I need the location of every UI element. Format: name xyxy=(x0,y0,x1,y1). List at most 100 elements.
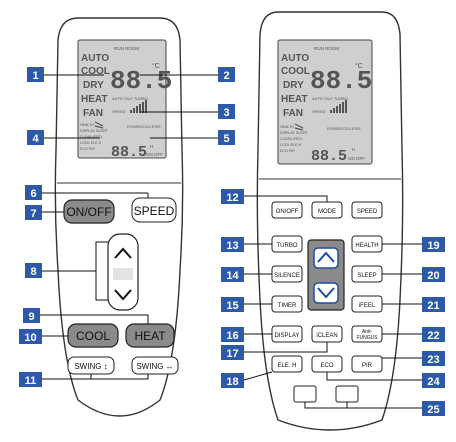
lcd-mode-auto: AUTO xyxy=(81,53,109,64)
callout-10 xyxy=(19,329,42,344)
callout-7-label: 7 xyxy=(30,208,36,220)
lcd-digits-small: 88.5 xyxy=(111,144,147,161)
lcd-unit: °C xyxy=(152,62,160,70)
callout-5-label: 5 xyxy=(223,133,229,145)
rocker-center xyxy=(113,268,133,280)
speed-button[interactable] xyxy=(131,197,177,223)
callout-23-label: 23 xyxy=(427,354,439,366)
callout-24-label: 24 xyxy=(427,376,440,388)
turbo-button-label: TURBO xyxy=(277,243,298,249)
callout-2-label: 2 xyxy=(223,70,229,82)
eleh-button[interactable] xyxy=(271,355,303,373)
lcd-info-line: DISPLAY SLEEP xyxy=(280,131,308,135)
lcd-mode-cool: COOL xyxy=(281,66,310,77)
callout-18 xyxy=(221,373,244,388)
callout-17-label: 17 xyxy=(226,348,238,360)
swing-fan-icon xyxy=(294,123,304,131)
lcd-speed-bars-icon xyxy=(130,100,147,113)
lcd-speed-row: AUTO S/LE TURBO xyxy=(112,96,148,101)
eco-button-label: ECO xyxy=(320,363,333,369)
lcd-digits-big: 88.5 xyxy=(110,66,172,96)
onoff-button[interactable] xyxy=(271,201,303,219)
callout-11 xyxy=(19,372,42,387)
callout-16 xyxy=(221,327,244,342)
lcd-info-line: DISPLAY SLEEP xyxy=(80,129,108,133)
blank-button-right[interactable] xyxy=(335,385,359,403)
lcd-timer-h: H xyxy=(352,147,355,152)
lcd-mode-heat: HEAT xyxy=(81,94,107,105)
callout-16-label: 16 xyxy=(226,330,238,342)
callout-18-label: 18 xyxy=(226,376,238,388)
callout-7 xyxy=(25,205,42,220)
lcd-info-line: LOCK ELE.H xyxy=(80,141,102,145)
lcd-swing-label: POWERCOOL iFEEL xyxy=(327,127,361,131)
right-lcd xyxy=(277,39,373,165)
lcd-info-line: HEALTH xyxy=(80,123,94,127)
eleh-button-label: ELE. H xyxy=(277,363,296,369)
temp-down-icon[interactable] xyxy=(114,289,132,301)
sleep-button-label: SLEEP xyxy=(357,273,376,279)
callout-3-label: 3 xyxy=(223,107,229,119)
callout-20 xyxy=(422,267,445,282)
right-remote: AUTO COOL DRY HEAT FAN RUN ROOM 88.5 °C … xyxy=(256,11,404,431)
callout-4 xyxy=(27,130,44,145)
left-lcd xyxy=(77,39,167,159)
callout-21-label: 21 xyxy=(427,300,439,312)
anti-fungus-label-2: FUNGUS xyxy=(356,335,378,341)
callout-19-label: 19 xyxy=(427,240,439,252)
lcd-left-info: HEALTH DISPLAY SLEEP CLEAN iFEEL LOCK EL… xyxy=(280,125,308,153)
timer-button-label: TIMER xyxy=(278,303,297,309)
lcd-unit: °C xyxy=(355,62,363,70)
lcd-info-line: CLEAN iFEEL xyxy=(80,135,103,139)
callout-15-label: 15 xyxy=(226,300,238,312)
lcd-mode-heat: HEAT xyxy=(281,94,307,105)
lcd-swing-label: POWERCOOL iFEEL xyxy=(127,125,161,129)
callout-2 xyxy=(218,67,235,82)
speed-button[interactable] xyxy=(351,201,383,219)
lcd-mode-fan: FAN xyxy=(283,108,303,119)
callouts: 1 2 3 4 5 6 7 8 9 10 11 12 13 14 15 16 1… xyxy=(19,67,445,416)
lcd-speed-label: SPEED xyxy=(312,109,326,114)
temp-up-icon xyxy=(317,251,335,263)
callout-25-label: 25 xyxy=(427,404,439,416)
callout-23 xyxy=(422,351,445,366)
callout-1-label: 1 xyxy=(32,70,38,82)
temp-up-icon[interactable] xyxy=(114,247,132,259)
callout-8-label: 8 xyxy=(30,266,36,278)
callout-12 xyxy=(221,189,244,204)
heat-button[interactable] xyxy=(125,323,175,348)
callout-25 xyxy=(422,401,445,416)
callout-9-label: 9 xyxy=(28,311,34,323)
swing-horizontal-button[interactable] xyxy=(131,356,179,375)
blank-button-left[interactable] xyxy=(293,385,317,403)
lcd-digits-big: 88.5 xyxy=(310,66,372,96)
lcd-left-info: HEALTH DISPLAY SLEEP CLEAN iFEEL LOCK EL… xyxy=(80,123,108,151)
callout-5 xyxy=(218,130,235,145)
callout-3 xyxy=(218,104,235,119)
lcd-onoff-label: ON OFF xyxy=(146,152,163,157)
lcd-info-line: ECO PIR xyxy=(280,149,295,153)
silence-button-label: SILENCE xyxy=(274,273,300,279)
lcd-timer-h: H xyxy=(150,144,153,149)
lcd-speed-bars-icon xyxy=(330,100,347,113)
pir-button[interactable] xyxy=(351,355,383,373)
lcd-speed-row: AUTO S/LE TURBO xyxy=(312,96,348,101)
lcd-mode-auto: AUTO xyxy=(281,53,309,64)
lcd-status-top: RUN ROOM xyxy=(314,46,339,51)
ifeel-button-label: iFEEL xyxy=(359,303,376,309)
callout-21 xyxy=(422,297,445,312)
callout-1 xyxy=(27,67,44,82)
heat-button-label: HEAT xyxy=(134,329,166,343)
temp-down-button[interactable] xyxy=(313,282,339,304)
display-button-label: DISPLAY xyxy=(275,333,300,339)
left-remote: AUTO COOL DRY HEAT FAN RUN ROOM 88.5 °C … xyxy=(54,17,184,417)
temp-up-button[interactable] xyxy=(313,247,339,269)
callout-11-label: 11 xyxy=(25,375,37,387)
leader-lines xyxy=(40,74,422,409)
callout-13 xyxy=(221,237,244,252)
callout-14-label: 14 xyxy=(226,270,239,282)
callout-12-label: 12 xyxy=(226,192,238,204)
callout-4-label: 4 xyxy=(32,133,39,145)
callout-13-label: 13 xyxy=(226,240,238,252)
